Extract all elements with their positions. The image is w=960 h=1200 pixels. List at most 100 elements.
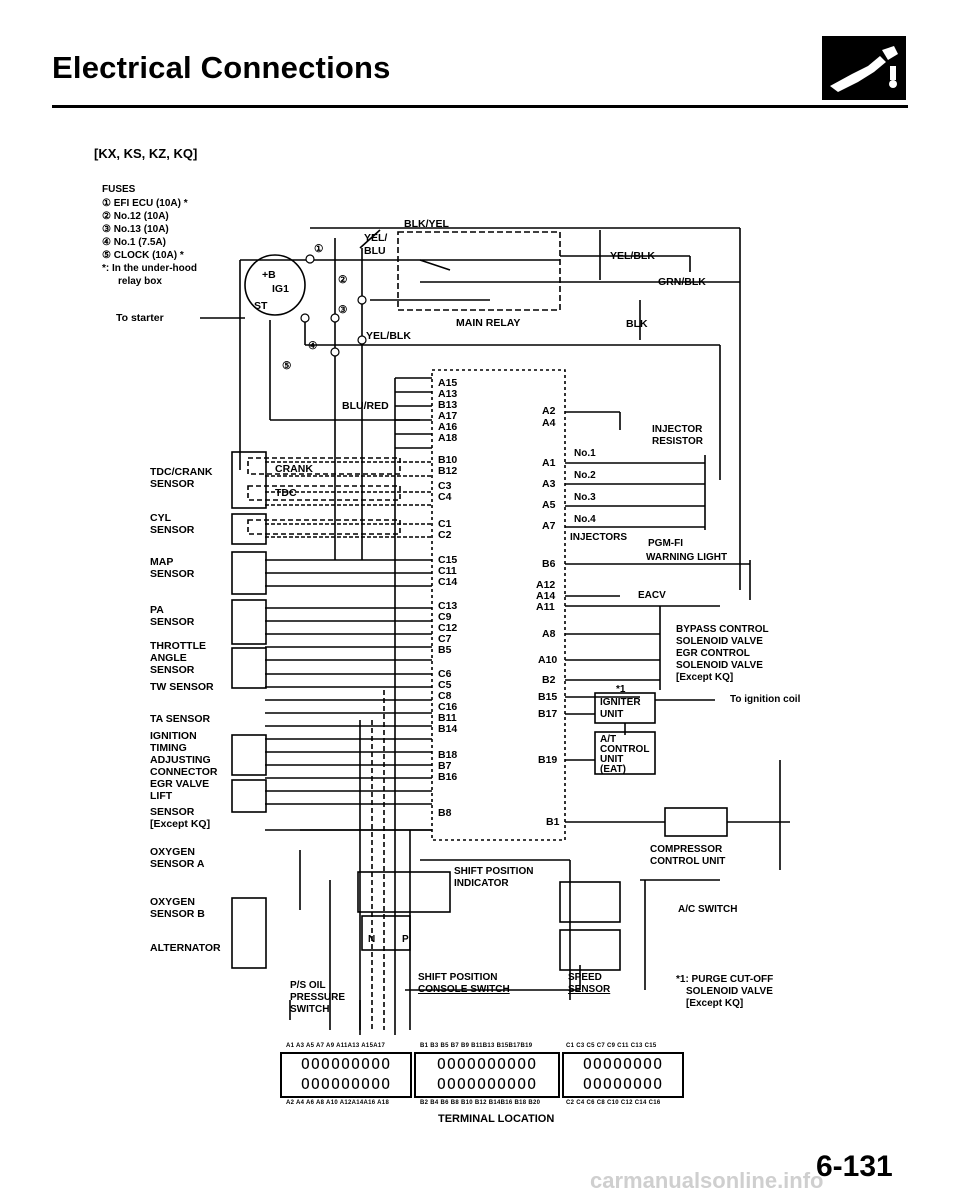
ps-oil-label: P/S OIL xyxy=(290,980,326,991)
pgm-fi-label: PGM-FI xyxy=(648,538,683,549)
wire-label: BLK xyxy=(626,318,648,330)
ecu-pin: B7 xyxy=(438,760,452,772)
ecu-pin: C12 xyxy=(438,622,458,634)
fuse-item: ③ No.13 (10A) xyxy=(102,224,169,235)
ecu-pin: A17 xyxy=(438,410,458,422)
fuse-marker: ④ xyxy=(308,340,318,352)
terminal-location-caption: TERMINAL LOCATION xyxy=(438,1113,555,1125)
main-relay-label: MAIN RELAY xyxy=(456,317,521,329)
page-title: Electrical Connections xyxy=(52,50,391,85)
fuse-item: ② No.12 (10A) xyxy=(102,211,169,222)
ecu-pin: A7 xyxy=(542,520,556,532)
to-starter-label: To starter xyxy=(116,312,164,324)
eacv-label: EACV xyxy=(638,590,666,601)
compressor-label: CONTROL UNIT xyxy=(650,856,726,867)
tdc-crank-sensor-label: SENSOR xyxy=(150,478,195,490)
map-sensor-label: MAP xyxy=(150,556,174,568)
model-subtitle: [KX, KS, KZ, KQ] xyxy=(94,146,198,161)
ign-b-label: +B xyxy=(262,269,276,281)
fuses-heading: FUSES xyxy=(102,184,136,195)
star-note: *1 xyxy=(616,684,626,695)
purge-note: SOLENOID VALVE xyxy=(686,986,773,997)
ign-st-label: ST xyxy=(254,300,268,312)
connector-pin-row: B1 B3 B5 B7 B9 B11B13 B15B17B19 xyxy=(420,1043,533,1049)
pa-sensor-label: SENSOR xyxy=(150,616,195,628)
ign-timing-label: CONNECTOR xyxy=(150,766,218,778)
connector-a-row: OOOOOOOOO xyxy=(300,1055,392,1073)
egr-lift-label: [Except KQ] xyxy=(150,818,211,830)
connector-c-row: OOOOOOOO xyxy=(582,1055,664,1073)
ignition-coil-label: To ignition coil xyxy=(730,694,801,705)
ecu-pin: B10 xyxy=(438,454,458,466)
ecu-pin: B18 xyxy=(438,749,458,761)
ecu-pin: A2 xyxy=(542,405,556,417)
header-rule xyxy=(52,105,908,108)
fuse-marker: ① xyxy=(314,243,324,255)
shift-indicator-label: SHIFT POSITION xyxy=(454,866,534,877)
watermark: carmanualsonline.info xyxy=(590,1168,824,1193)
igniter-label: UNIT xyxy=(600,709,624,720)
ecu-pin: A11 xyxy=(536,601,555,613)
ta-sensor-label: TA SENSOR xyxy=(150,713,211,725)
igniter-label: IGNITER xyxy=(600,697,641,708)
egr-control-label: SOLENOID VALVE xyxy=(676,660,763,671)
ecu-pin: B6 xyxy=(542,558,556,570)
fuse-item: ① EFI ECU (10A) * xyxy=(102,198,188,209)
ecu-pin: B16 xyxy=(438,771,458,783)
hand-spark-icon xyxy=(822,36,906,100)
fuse-marker: ⑤ xyxy=(282,360,292,372)
ecu-pin: B11 xyxy=(438,712,457,724)
page-number: 6-131 xyxy=(816,1150,893,1183)
ecu-pin: A15 xyxy=(438,377,458,389)
ign-timing-label: IGNITION xyxy=(150,730,197,742)
ac-switch-label: A/C SWITCH xyxy=(678,904,738,915)
ecu-pin: C13 xyxy=(438,600,458,612)
ecu-pin: A3 xyxy=(542,478,556,490)
wire-label: BLU/RED xyxy=(342,400,389,412)
ecu-pin: C11 xyxy=(438,565,457,577)
ecu-pin: B15 xyxy=(538,691,558,703)
park-label: P xyxy=(402,934,409,945)
connector-pin-row: B2 B4 B6 B8 B10 B12 B14B16 B18 B20 xyxy=(420,1100,541,1106)
ecu-pin: C14 xyxy=(438,576,458,588)
ecu-pin: A13 xyxy=(438,388,458,400)
egr-lift-label: SENSOR xyxy=(150,806,195,818)
oxygen-b-label: SENSOR B xyxy=(150,908,205,920)
ecu-pin: A1 xyxy=(542,457,556,469)
speed-sensor-label: SPEED xyxy=(568,972,602,983)
cyl-sensor-label: CYL xyxy=(150,512,171,524)
injector-label: No.3 xyxy=(574,492,596,503)
warning-light-label: WARNING LIGHT xyxy=(646,552,728,563)
ecu-pin: B2 xyxy=(542,674,556,686)
connector-pin-row: C2 C4 C6 C8 C10 C12 C14 C16 xyxy=(566,1100,661,1106)
at-control-label: (EAT) xyxy=(600,764,626,775)
bypass-label: BYPASS CONTROL xyxy=(676,624,769,635)
wire-label: BLK/YEL xyxy=(404,218,449,230)
injector-label: No.4 xyxy=(574,514,596,525)
speed-sensor-label: SENSOR xyxy=(568,984,611,995)
crank-label: CRANK xyxy=(275,463,313,475)
ecu-pin: A4 xyxy=(542,417,556,429)
ecu-pin: C15 xyxy=(438,554,458,566)
neutral-label: N xyxy=(368,934,376,945)
ecu-pin: B5 xyxy=(438,644,452,656)
compressor-label: COMPRESSOR xyxy=(650,844,723,855)
fuse-note: relay box xyxy=(118,276,162,287)
ecu-pin: A16 xyxy=(438,421,458,433)
tdc-label: TDC xyxy=(275,487,297,499)
pa-sensor-label: PA xyxy=(150,604,164,616)
ign-timing-label: TIMING xyxy=(150,742,187,754)
oxygen-a-label: OXYGEN xyxy=(150,846,195,858)
throttle-sensor-label: THROTTLE xyxy=(150,640,206,652)
oxygen-a-label: SENSOR A xyxy=(150,858,205,870)
wire-label: GRN/BLK xyxy=(658,276,706,288)
connector-pin-row: A2 A4 A6 A8 A10 A12A14A16 A18 xyxy=(286,1100,390,1106)
connector-pin-row: A1 A3 A5 A7 A9 A11A13 A15A17 xyxy=(286,1043,386,1049)
fuse-marker: ③ xyxy=(338,304,348,316)
fuse-note: *: In the under-hood xyxy=(102,263,197,274)
injector-label: No.1 xyxy=(574,448,596,459)
ign-timing-label: ADJUSTING xyxy=(150,754,211,766)
connector-b-row: OOOOOOOOOO xyxy=(436,1055,538,1073)
connector-pin-row: C1 C3 C5 C7 C9 C11 C13 C15 xyxy=(566,1043,657,1049)
